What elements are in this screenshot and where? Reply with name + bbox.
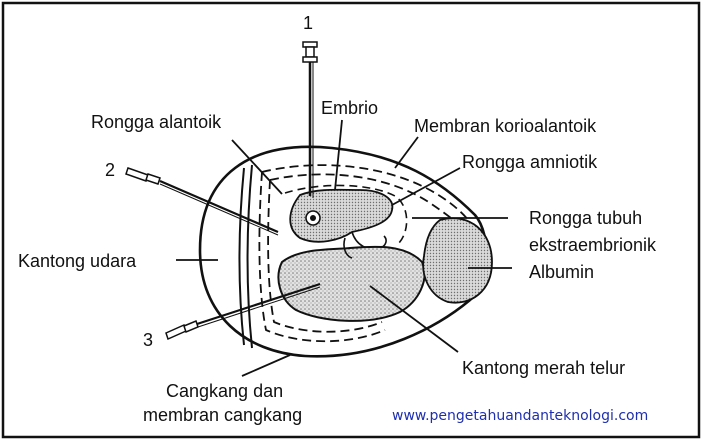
yolk-sac bbox=[277, 245, 426, 322]
needle-3-number: 3 bbox=[143, 330, 154, 350]
label-embrio: Embrio bbox=[321, 98, 379, 118]
leader-rongga-amniotik bbox=[391, 167, 461, 206]
label-albumin: Albumin bbox=[529, 262, 595, 282]
yolk-stalk bbox=[343, 237, 353, 259]
embryo-eye-pupil bbox=[310, 215, 316, 221]
amnion-membrane bbox=[284, 184, 408, 245]
embryo bbox=[289, 188, 394, 243]
label-rongga-alantoik: Rongga alantoik bbox=[91, 112, 222, 132]
leader-kantong-merah-telur bbox=[369, 285, 459, 353]
label-cangkang-1: Cangkang dan bbox=[166, 381, 284, 401]
label-membran-korioalantoik: Membran korioalantoik bbox=[414, 116, 597, 136]
needle-2 bbox=[125, 167, 279, 236]
needle-3 bbox=[165, 282, 321, 341]
label-rongga-amniotik: Rongga amniotik bbox=[462, 152, 598, 172]
leader-cangkang bbox=[241, 354, 291, 377]
label-cangkang-2: membran cangkang bbox=[143, 405, 303, 425]
air-sac-membrane bbox=[238, 167, 245, 346]
needle-2-number: 2 bbox=[105, 160, 116, 180]
leader-embrio bbox=[334, 119, 343, 191]
air-sac-membrane-inner bbox=[246, 164, 253, 349]
leader-membran-korioalantoik bbox=[394, 136, 419, 169]
chorioallantoic-membrane-outer bbox=[258, 164, 475, 343]
needle-1 bbox=[302, 41, 318, 198]
label-rongga-tubuh-1: Rongga tubuh bbox=[529, 208, 643, 228]
label-kantong-merah-telur: Kantong merah telur bbox=[462, 358, 626, 378]
label-kantong-udara: Kantong udara bbox=[18, 251, 137, 271]
watermark-url: www.pengetahuandanteknologi.com bbox=[392, 408, 649, 424]
leader-rongga-alantoik bbox=[231, 139, 283, 195]
needle-1-number: 1 bbox=[303, 13, 314, 33]
albumin bbox=[422, 217, 493, 304]
label-rongga-tubuh-2: ekstraembrionik bbox=[529, 235, 657, 255]
